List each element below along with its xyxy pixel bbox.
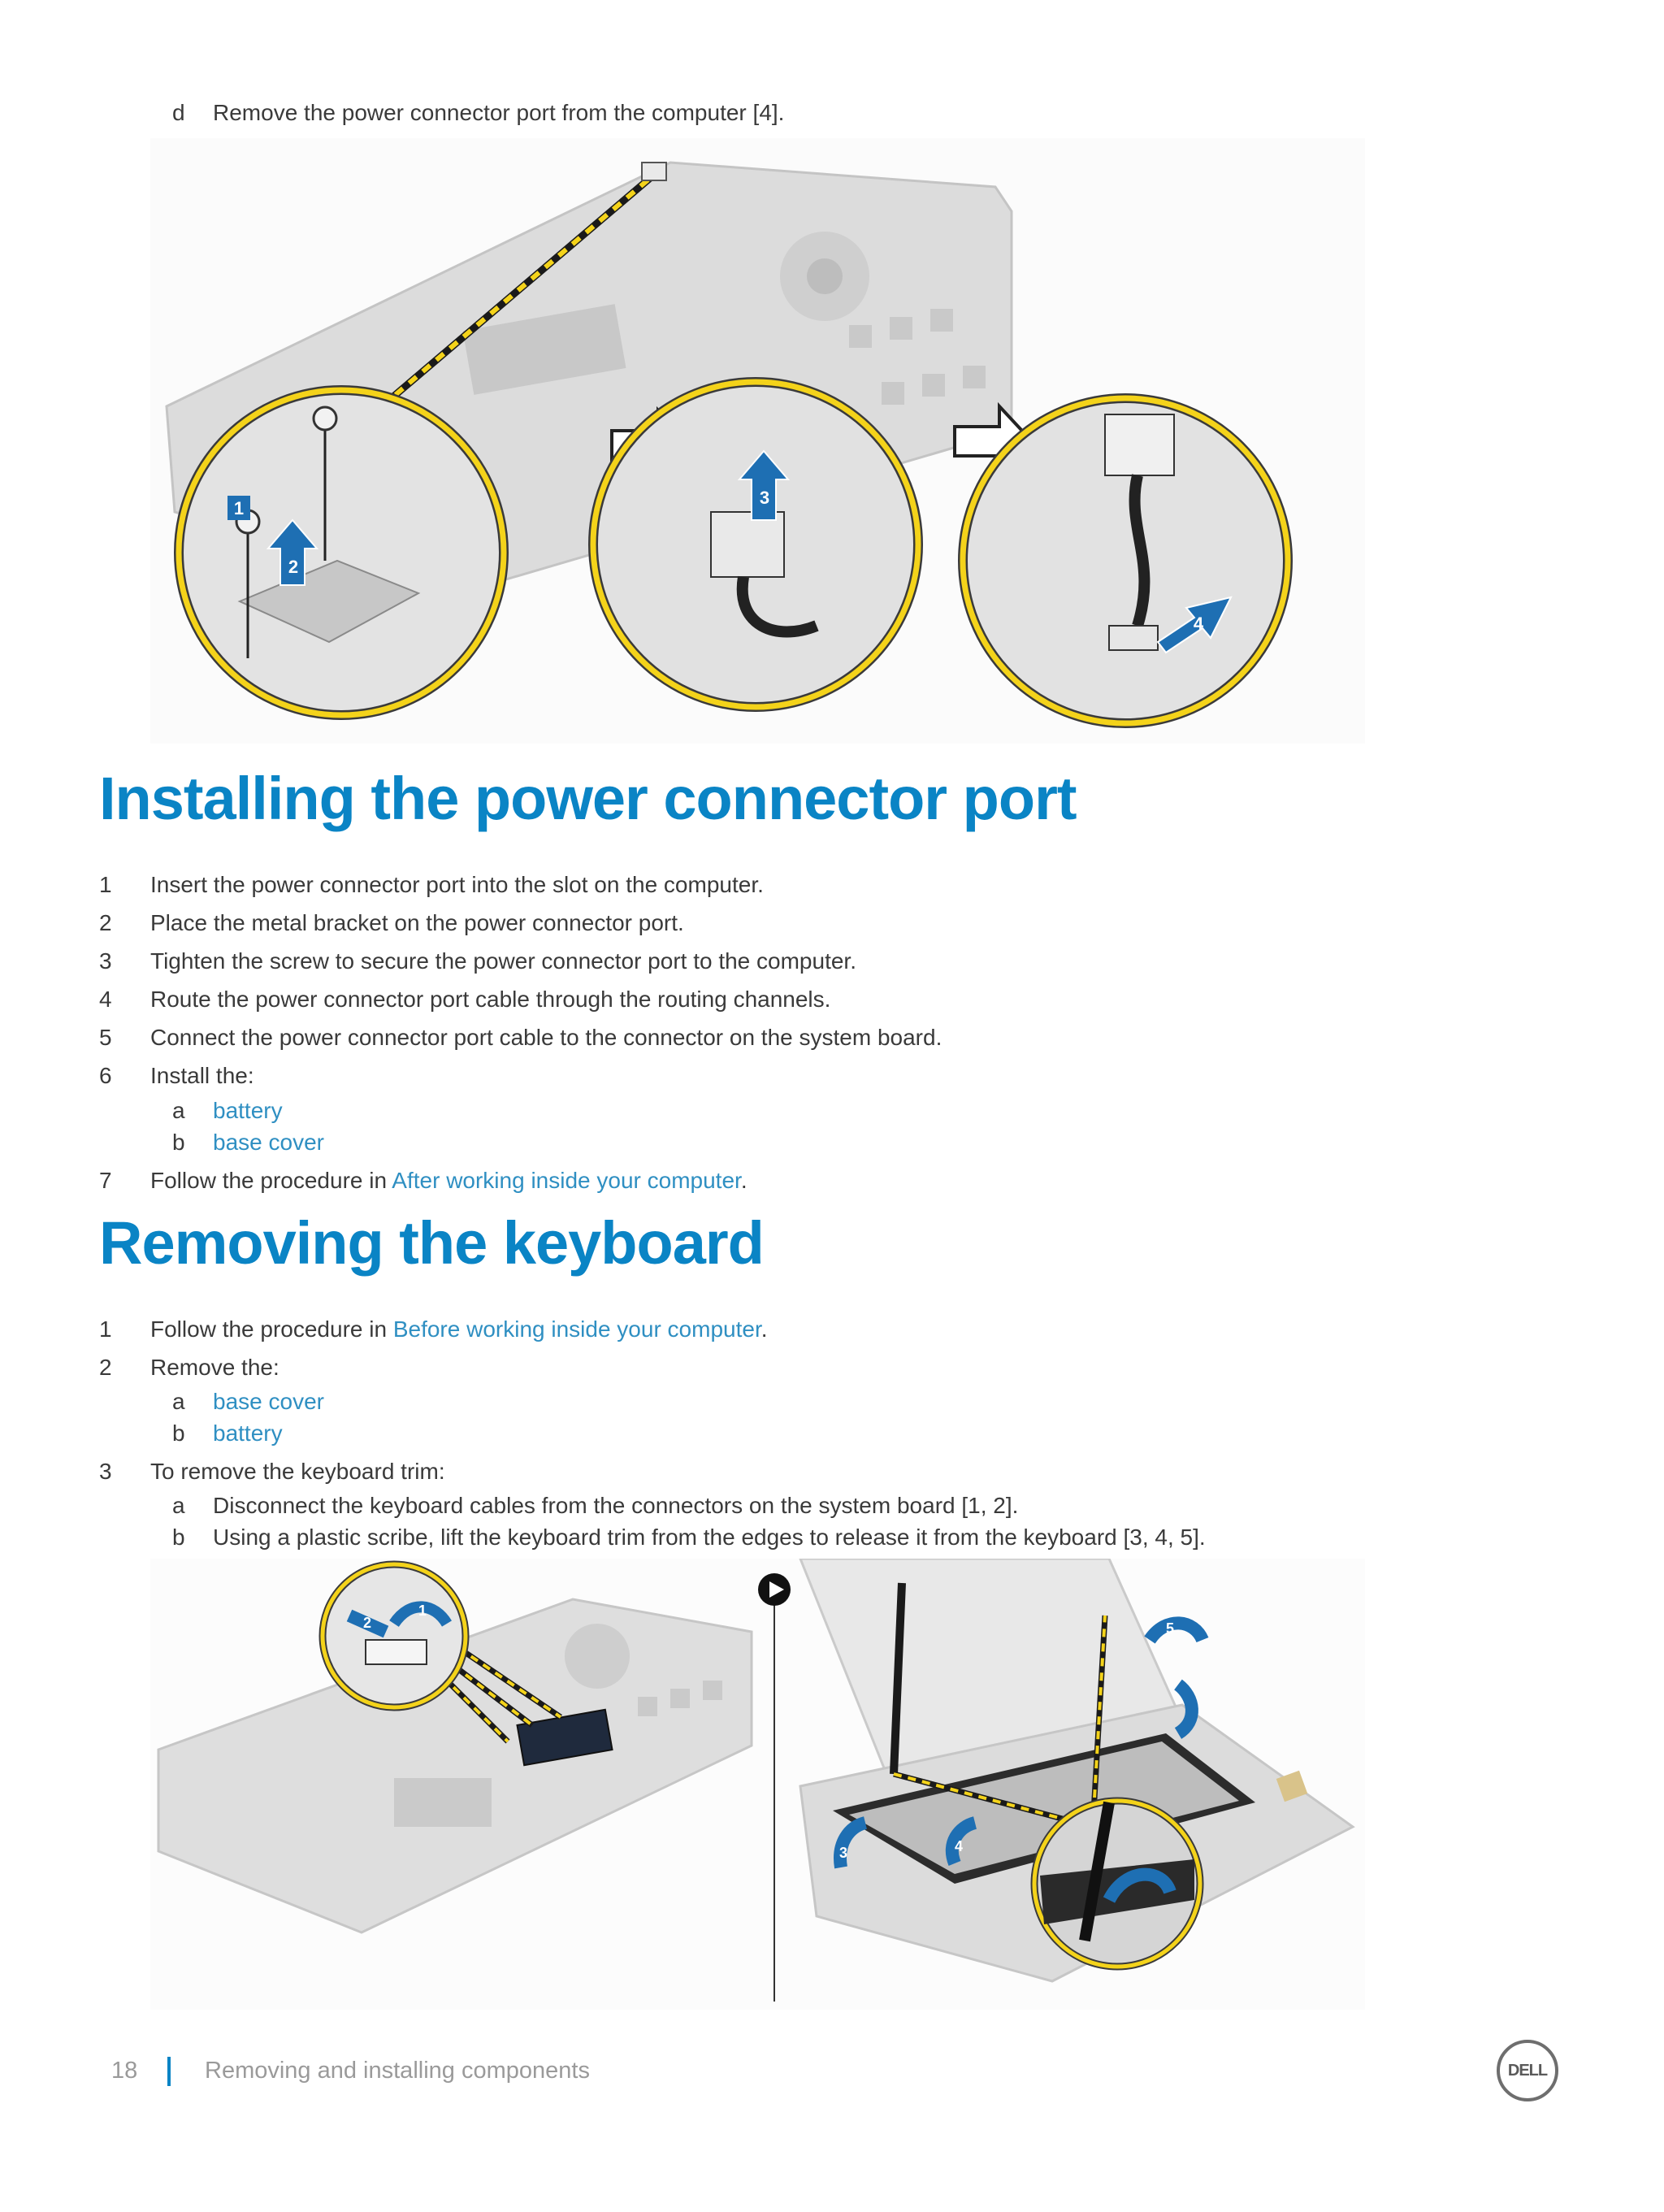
- substep-letter: a: [172, 1098, 185, 1123]
- callout-1-badge: [228, 496, 250, 520]
- memory-slot: [462, 304, 626, 395]
- callout-3-label: 3: [839, 1845, 847, 1861]
- step-text: To remove the keyboard trim:: [150, 1459, 445, 1484]
- step-number: 2: [99, 910, 112, 935]
- step-text: Place the metal bracket on the power con…: [150, 910, 684, 935]
- footer-divider: [167, 2057, 171, 2086]
- step-text-prefix: Follow the procedure in: [150, 1168, 392, 1193]
- step-text-suffix: .: [760, 1316, 768, 1342]
- substep-letter: b: [172, 1420, 185, 1446]
- callout-4-label: 4: [1194, 614, 1204, 634]
- step-number: 3: [99, 948, 112, 974]
- detail-circle-cable: 4: [958, 393, 1293, 728]
- battery-link[interactable]: battery: [213, 1420, 283, 1446]
- dell-logo: DELL: [1497, 2040, 1558, 2101]
- substep-letter: b: [172, 1525, 185, 1550]
- step-text: Insert the power connector port into the…: [150, 872, 764, 897]
- detail-circle-connector: 3: [588, 377, 923, 712]
- step-number: 7: [99, 1168, 112, 1193]
- callout-1-label: 1: [418, 1603, 427, 1619]
- step-text-prefix: Follow the procedure in: [150, 1316, 393, 1342]
- section-heading-removing-keyboard: Removing the keyboard: [99, 1209, 765, 1277]
- step-number: 3: [99, 1459, 112, 1484]
- callout-3-label: 3: [760, 488, 769, 508]
- power-connector-port: [710, 511, 785, 578]
- keyboard-connector-board: [516, 1708, 613, 1767]
- step-text: Install the:: [150, 1063, 254, 1088]
- step-text: Follow the procedure in Before working i…: [150, 1315, 768, 1344]
- fan-icon: [565, 1624, 630, 1689]
- keyboard-removal-illustration: 2 1 3 4 5: [150, 1559, 1365, 2010]
- substep-letter: a: [172, 1493, 185, 1518]
- arrow-4-icon: [945, 1816, 977, 1866]
- step-number: 1: [99, 1316, 112, 1342]
- step-number: 6: [99, 1063, 112, 1088]
- step-d-letter: d: [172, 100, 185, 125]
- substep-text: Using a plastic scribe, lift the keyboar…: [213, 1525, 1206, 1550]
- before-working-link[interactable]: Before working inside your computer: [392, 1316, 761, 1342]
- substep-text: Disconnect the keyboard cables from the …: [213, 1493, 1019, 1518]
- base-cover-link[interactable]: base cover: [213, 1389, 324, 1414]
- step-text: Route the power connector port cable thr…: [150, 987, 831, 1012]
- detail-circle-keyboard-trim: [1030, 1797, 1204, 1971]
- screw-icon: [312, 406, 338, 432]
- step-text: Connect the power connector port cable t…: [150, 1025, 942, 1050]
- battery-link[interactable]: battery: [213, 1098, 283, 1123]
- arrow-3-icon: [737, 449, 791, 521]
- step-number: 4: [99, 987, 112, 1012]
- after-working-link[interactable]: After working inside your computer: [392, 1168, 741, 1193]
- arrow-3-icon: [834, 1816, 868, 1869]
- dell-logo-text: DELL: [1507, 2061, 1548, 2080]
- footer-section-title: Removing and installing components: [205, 2058, 590, 2084]
- arrow-5-icon: [1144, 1616, 1209, 1644]
- substep-letter: a: [172, 1389, 185, 1414]
- step-number: 2: [99, 1355, 112, 1380]
- step-number: 1: [99, 872, 112, 897]
- step-text: Tighten the screw to secure the power co…: [150, 948, 856, 974]
- step-text: Follow the procedure in After working in…: [150, 1166, 748, 1195]
- section-heading-installing: Installing the power connector port: [99, 765, 1077, 832]
- step-text-suffix: .: [740, 1168, 748, 1193]
- callout-2-label: 2: [363, 1615, 371, 1631]
- page-number: 18: [111, 2058, 138, 2084]
- arrow-4-icon: [1156, 596, 1233, 654]
- arrow-2-icon: [266, 518, 319, 586]
- callout-4-label: 4: [955, 1838, 963, 1854]
- step-text: Remove the:: [150, 1355, 280, 1380]
- substep-letter: b: [172, 1130, 185, 1155]
- power-connector-removal-illustration: 1 2 3 4: [150, 138, 1365, 744]
- callout-1-label: 1: [234, 498, 244, 518]
- callout-2-label: 2: [288, 557, 298, 577]
- detail-circle-keyboard-cable: 2 1: [318, 1560, 470, 1711]
- base-cover-link[interactable]: base cover: [213, 1130, 324, 1155]
- callout-5-label: 5: [1166, 1620, 1174, 1637]
- plastic-scribe: [890, 1582, 906, 1775]
- step-number: 5: [99, 1025, 112, 1050]
- step-d-text: Remove the power connector port from the…: [213, 100, 785, 125]
- detail-circle-bracket: 1 2: [174, 385, 509, 720]
- fingerprint-reader: [1276, 1770, 1308, 1802]
